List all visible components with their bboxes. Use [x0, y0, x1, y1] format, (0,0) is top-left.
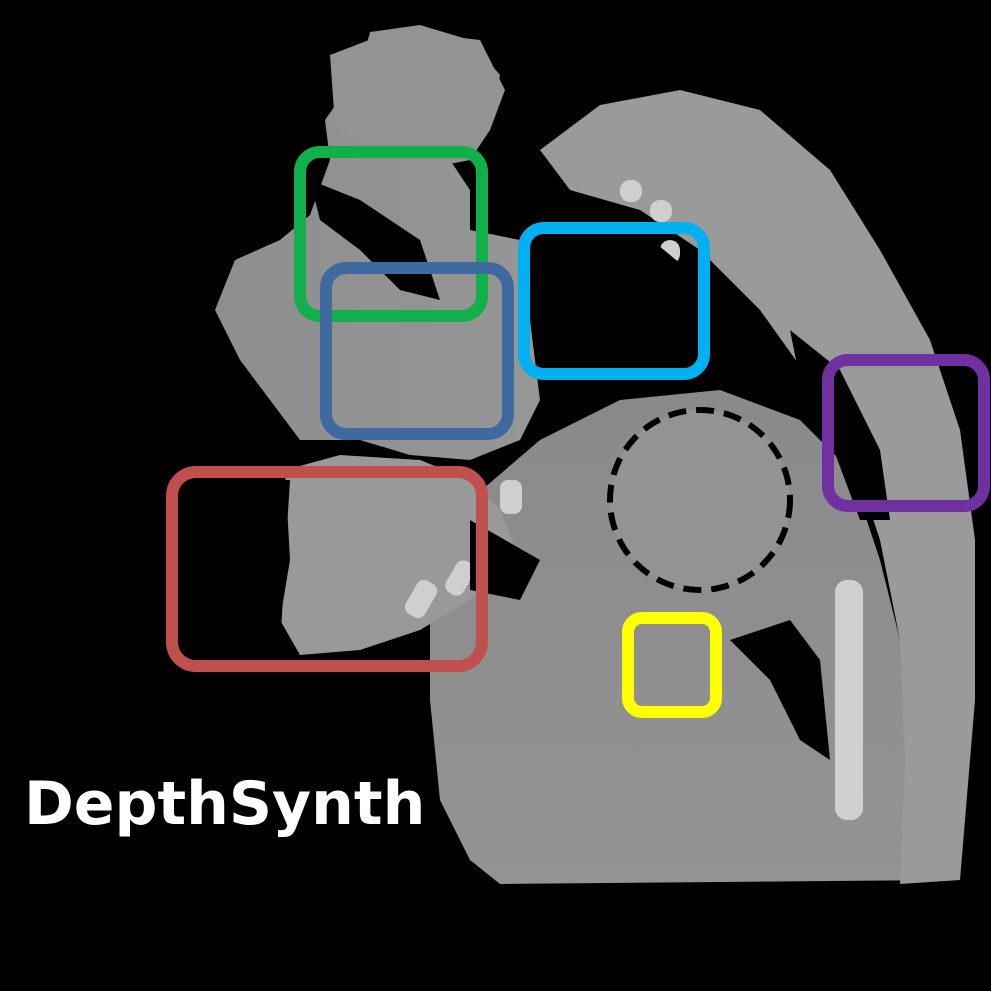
highlight-box-cyan	[518, 222, 710, 380]
upper-lobe-shape	[330, 30, 505, 170]
joint-sphere	[607, 407, 793, 593]
highlight-box-red	[166, 466, 488, 672]
bright-highlights	[404, 180, 863, 820]
torso-shape	[430, 390, 940, 884]
highlight-box-yellow	[622, 612, 722, 718]
highlight-box-purple	[822, 354, 990, 512]
highlight-box-green	[294, 146, 488, 322]
right-arc-shape	[540, 90, 975, 884]
hand-shape	[280, 455, 520, 655]
method-caption: DepthSynth	[24, 769, 426, 839]
highlight-box-navy	[320, 262, 514, 440]
